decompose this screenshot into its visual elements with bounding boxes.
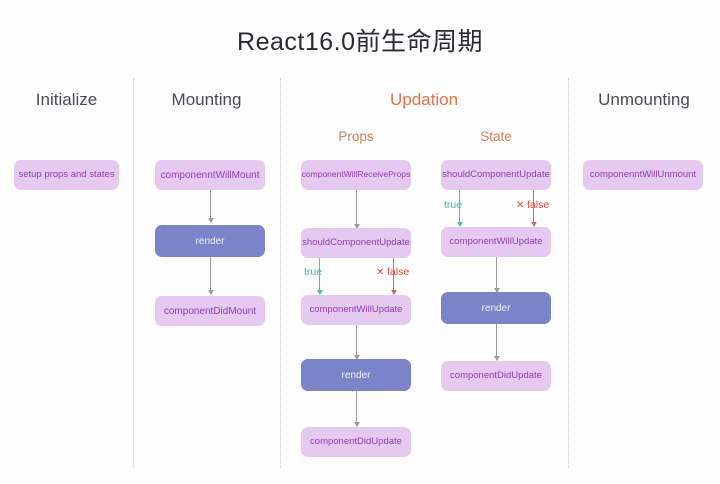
phase-header-initialize: Initialize bbox=[35, 90, 98, 109]
branch-label-state-true: true bbox=[444, 199, 463, 211]
column-divider-2 bbox=[280, 78, 281, 468]
page-title: React16.0前生命周期 bbox=[237, 28, 483, 56]
branch-label-props-true: true bbox=[304, 266, 323, 278]
column-divider-3 bbox=[568, 78, 569, 468]
arrow-props-false bbox=[390, 258, 397, 295]
phase-header-mounting: Mounting bbox=[171, 90, 242, 109]
arrow-mounting-1 bbox=[207, 190, 214, 223]
arrow-state-false bbox=[530, 190, 537, 227]
node-setup-props-and-states[interactable]: setup props and states bbox=[14, 160, 119, 190]
node-component-will-mount[interactable]: componenntWillMount bbox=[155, 160, 265, 190]
arrow-props-3 bbox=[353, 391, 360, 427]
node-state-component-did-update[interactable]: componentDidUpdate bbox=[441, 361, 551, 391]
arrow-mounting-2 bbox=[207, 257, 214, 295]
x-icon-props-false: ✕ bbox=[376, 267, 385, 278]
node-component-did-mount[interactable]: componentDidMount bbox=[155, 296, 265, 326]
node-props-render[interactable]: render bbox=[301, 359, 411, 391]
column-divider-1 bbox=[133, 78, 134, 468]
node-props-component-did-update[interactable]: componentDidUpdate bbox=[301, 427, 411, 457]
arrow-state-1 bbox=[493, 257, 500, 293]
branch-label-state-false: false bbox=[527, 199, 550, 211]
arrow-state-true bbox=[456, 190, 463, 227]
arrow-props-true bbox=[316, 258, 323, 295]
branch-label-props-false: false bbox=[387, 266, 410, 278]
node-mounting-render[interactable]: render bbox=[155, 225, 265, 257]
phase-header-updation: Updation bbox=[389, 90, 459, 109]
node-state-render[interactable]: render bbox=[441, 292, 551, 324]
node-component-will-unmount[interactable]: componenntWillUnmount bbox=[583, 160, 703, 190]
node-state-component-will-update[interactable]: componentWillUpdate bbox=[441, 227, 551, 257]
sub-header-state: State bbox=[480, 129, 512, 144]
arrow-state-2 bbox=[493, 324, 500, 361]
arrow-props-2 bbox=[353, 325, 360, 360]
arrow-props-1 bbox=[353, 190, 360, 229]
sub-header-props: Props bbox=[338, 129, 374, 144]
x-icon-state-false: ✕ bbox=[516, 200, 525, 211]
node-state-should-component-update[interactable]: shouldComponentUpdate bbox=[441, 160, 551, 190]
phase-header-unmounting: Unmounting bbox=[598, 90, 690, 109]
node-props-should-component-update[interactable]: shouldComponentUpdate bbox=[301, 228, 411, 258]
node-props-component-will-update[interactable]: componentWillUpdate bbox=[301, 295, 411, 325]
node-component-will-receive-props[interactable]: componentWillReceiveProps bbox=[301, 160, 411, 190]
